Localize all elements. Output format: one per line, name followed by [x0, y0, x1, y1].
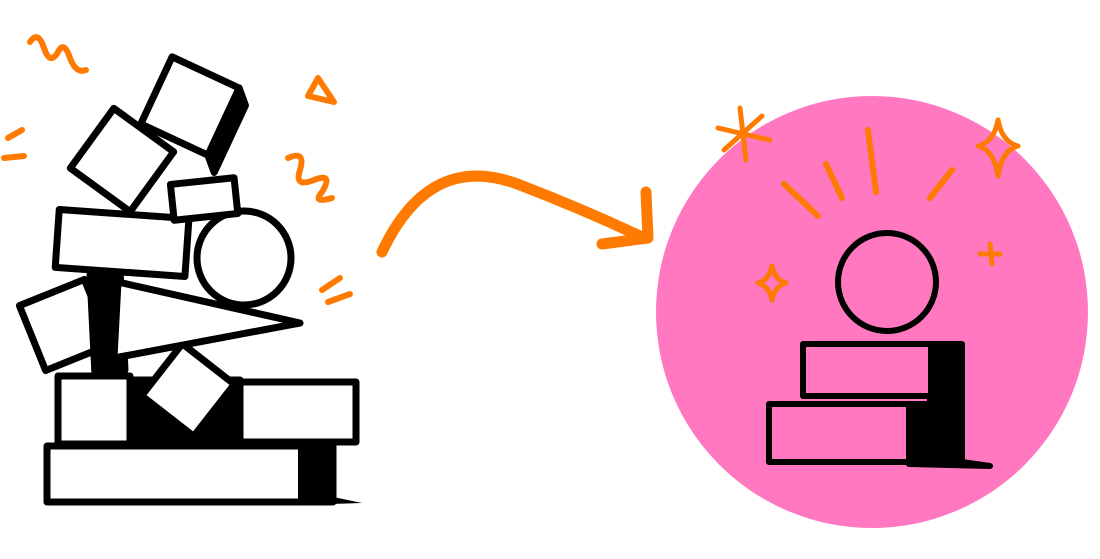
pink-circle-background [656, 96, 1088, 528]
left-decorations [1, 34, 353, 305]
long-horizontal-block [51, 206, 193, 280]
organized-blocks-circle-icon [656, 96, 1088, 528]
triangle-wedge [110, 278, 304, 362]
messy-block-pile-icon [15, 53, 362, 506]
squiggle-icon [27, 34, 89, 74]
squiggle-icon [285, 152, 335, 203]
tilted-middle-cube [138, 340, 238, 440]
pile-ball [193, 207, 295, 309]
left-dash-marks [1, 127, 27, 161]
curved-arrow-icon [376, 170, 654, 258]
bottom-long-block [43, 442, 337, 506]
stacked-ball [835, 230, 939, 334]
lower-block [766, 401, 912, 465]
sparkle-icon [755, 117, 1021, 303]
upper-tilted-cube [66, 104, 178, 216]
upper-block [800, 341, 934, 399]
triangle-icon [305, 75, 337, 105]
top-cube [137, 53, 249, 176]
lower-block-shadow [906, 401, 993, 469]
star-icon [715, 105, 1003, 267]
small-top-block [166, 174, 242, 224]
stacked-blocks [766, 230, 993, 469]
right-long-block [234, 378, 360, 446]
right-dash-marks [319, 275, 353, 305]
left-small-block [54, 372, 134, 448]
burst-lines [781, 127, 955, 219]
